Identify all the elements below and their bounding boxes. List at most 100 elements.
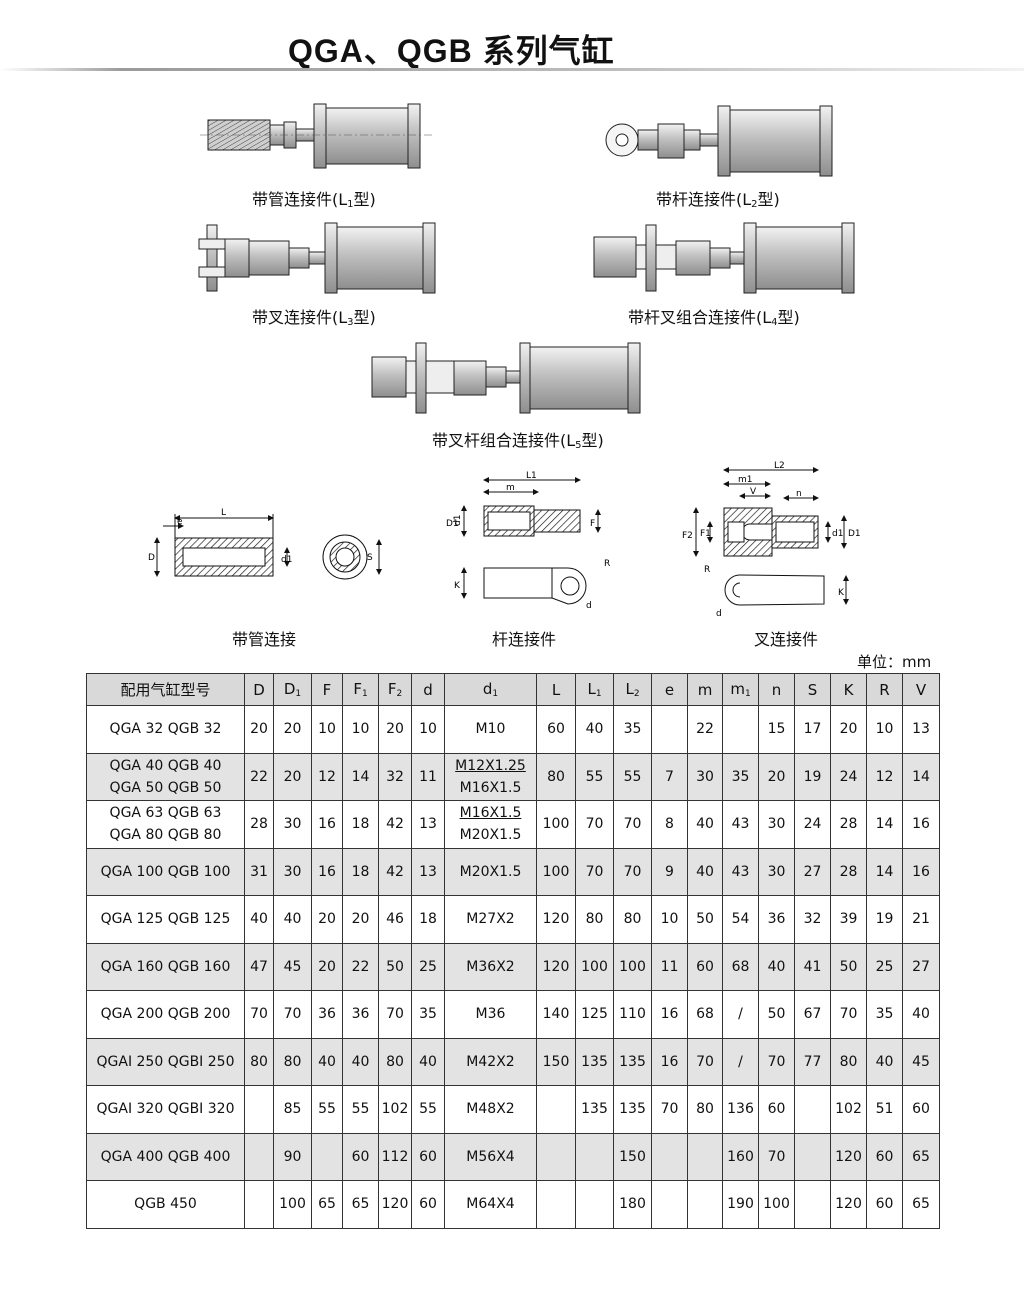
- cell-F1: 18: [342, 800, 379, 849]
- caption-fork-connector: 叉连接件: [754, 630, 819, 649]
- unit-label: 单位：mm: [857, 653, 932, 671]
- cell-F2: 42: [378, 800, 412, 849]
- cell-D: [244, 1132, 274, 1181]
- cell-d1: M56X4: [444, 1132, 537, 1181]
- model-name: QGB 450: [134, 1196, 197, 1213]
- thread-spec: M56X4: [466, 1148, 515, 1165]
- cell-F2: 70: [378, 990, 412, 1039]
- cell-F1: 40: [342, 1037, 379, 1086]
- svg-text:D1: D1: [848, 529, 861, 539]
- cell-R: 51: [866, 1085, 903, 1134]
- header-label: 配用气缸型号: [120, 681, 211, 699]
- cell-m1: 68: [722, 942, 759, 991]
- cell-d1: M36: [444, 990, 537, 1039]
- model-name: QGA 400 QGB 400: [100, 1148, 231, 1165]
- cell-F1: 55: [342, 1085, 379, 1134]
- header-label: R: [879, 680, 890, 699]
- title-divider: [0, 68, 1024, 71]
- cell-m: 22: [687, 705, 723, 754]
- model-name: QGAI 250 QGBI 250: [96, 1053, 235, 1070]
- cell-V: 16: [902, 800, 940, 849]
- cell-V: 21: [902, 895, 940, 944]
- cell-F1: 10: [342, 705, 379, 754]
- thread-spec: M20X1.5: [459, 827, 522, 844]
- cell-e: 70: [651, 1085, 688, 1134]
- header-cell: e: [651, 673, 688, 706]
- cell-F: 16: [311, 800, 343, 849]
- svg-text:m1: m1: [738, 475, 753, 485]
- cell-F: 55: [311, 1085, 343, 1134]
- header-subscript: 2: [633, 689, 640, 699]
- cell-D1: 90: [273, 1132, 312, 1181]
- header-cell: 配用气缸型号: [86, 673, 245, 706]
- caption-l3: 带叉连接件(L3型): [252, 308, 376, 328]
- cell-d1: M27X2: [444, 895, 537, 944]
- cell-K: 70: [830, 990, 867, 1039]
- svg-text:L2: L2: [774, 461, 785, 471]
- svg-text:d1: d1: [281, 555, 292, 565]
- model-name: QGAI 320 QGBI 320: [96, 1101, 235, 1118]
- svg-text:d: d: [716, 609, 722, 619]
- header-label: S: [807, 680, 818, 699]
- cell-S: 24: [794, 800, 831, 849]
- cell-L2: 70: [613, 847, 652, 896]
- thread-spec: M10: [475, 721, 506, 738]
- cell-n: 15: [758, 705, 795, 754]
- thread-spec: M48X2: [466, 1101, 515, 1118]
- cell-V: 60: [902, 1085, 940, 1134]
- cell-D: 80: [244, 1037, 274, 1086]
- cell-L: 80: [536, 752, 576, 801]
- cell-D1: 30: [273, 800, 312, 849]
- cell-F1: 60: [342, 1132, 379, 1181]
- cell-L: [536, 1180, 576, 1229]
- cell-m1: /: [722, 990, 759, 1039]
- cell-D1: 85: [273, 1085, 312, 1134]
- cell-L1: 125: [575, 990, 614, 1039]
- thread-spec: M12X1.25: [455, 757, 526, 774]
- cell-L: [536, 1132, 576, 1181]
- cell-L1: [575, 1180, 614, 1229]
- cell-e: 11: [651, 942, 688, 991]
- cell-L2: 70: [613, 800, 652, 849]
- cell-S: 32: [794, 895, 831, 944]
- cell-F1: 22: [342, 942, 379, 991]
- thread-spec: M27X2: [466, 911, 515, 928]
- header-subscript: 1: [295, 689, 302, 699]
- cell-F1: 65: [342, 1180, 379, 1229]
- cell-d1: M10: [444, 705, 537, 754]
- header-label: D: [283, 680, 296, 698]
- cell-F: 40: [311, 1037, 343, 1086]
- cell-L1: 100: [575, 942, 614, 991]
- cell-L2: 80: [613, 895, 652, 944]
- cell-L: 150: [536, 1037, 576, 1086]
- cell-K: 24: [830, 752, 867, 801]
- cell-D1: 20: [273, 705, 312, 754]
- header-label: V: [915, 680, 927, 699]
- cell-D: 31: [244, 847, 274, 896]
- header-label: n: [771, 680, 782, 699]
- pipe-connection-drawing: L e D d1 S: [148, 508, 382, 580]
- cell-n: 20: [758, 752, 795, 801]
- header-label: m: [730, 680, 745, 698]
- cell-F2: 120: [378, 1180, 412, 1229]
- cell-R: 14: [866, 847, 903, 896]
- svg-text:e: e: [177, 517, 183, 527]
- cell-m: [687, 1132, 723, 1181]
- cell-F1: 20: [342, 895, 379, 944]
- cell-L2: 135: [613, 1085, 652, 1134]
- header-cell: S: [794, 673, 831, 706]
- svg-text:V: V: [750, 487, 757, 497]
- header-cell: d1: [444, 673, 537, 706]
- header-label: m: [697, 680, 713, 699]
- model-name: QGA 125 QGB 125: [100, 911, 231, 928]
- caption-l4: 带杆叉组合连接件(L4型): [628, 308, 800, 328]
- cell-m: 50: [687, 895, 723, 944]
- cell-D1: 80: [273, 1037, 312, 1086]
- thread-spec: M16X1.5: [459, 805, 522, 822]
- cell-S: 67: [794, 990, 831, 1039]
- cell-d: 55: [411, 1085, 445, 1134]
